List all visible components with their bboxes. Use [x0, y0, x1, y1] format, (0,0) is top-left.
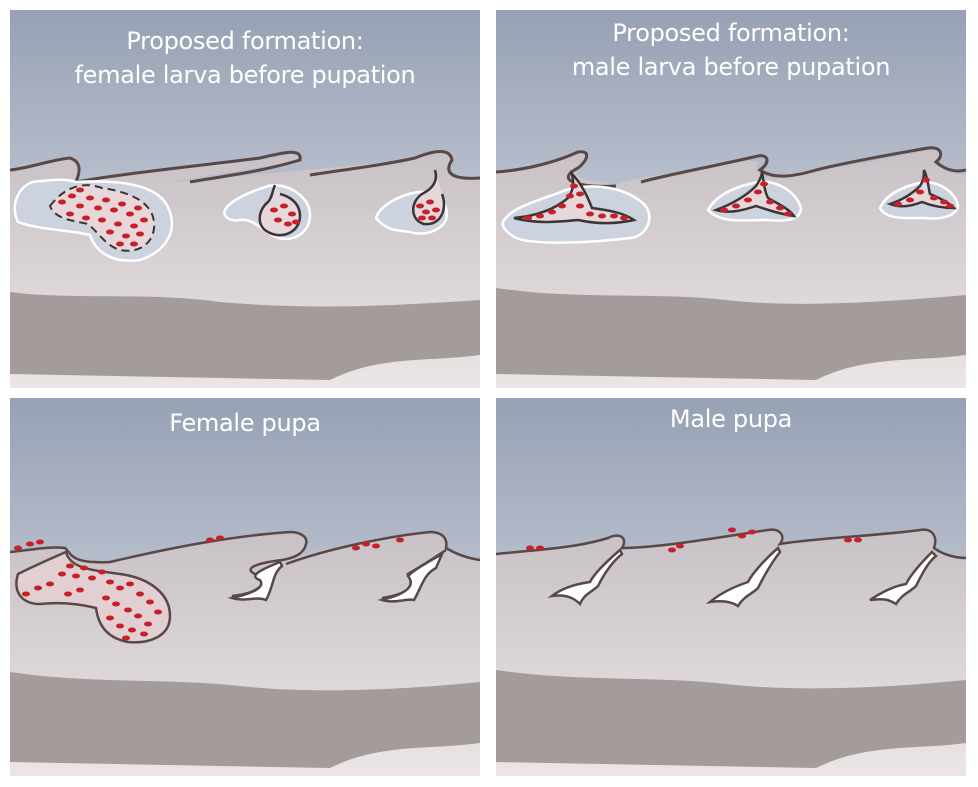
panel-title: Male pupa [496, 402, 966, 436]
cuticle-layer [496, 670, 966, 768]
male-larva-illustration [496, 10, 966, 388]
cuticle-layer [10, 672, 480, 768]
title-line-2: male larva before pupation [571, 53, 891, 81]
panel-male-pupa: Male pupa [496, 398, 966, 776]
female-larva-illustration [10, 10, 480, 388]
title-line-1: Female pupa [169, 409, 321, 437]
bacteria-cells [524, 177, 954, 221]
bacteria-cells [14, 535, 404, 641]
male-pupa-illustration [496, 398, 966, 776]
pocket-3-y-lumen [886, 169, 958, 210]
female-pupa-illustration [10, 398, 480, 776]
title-line-2: female larva before pupation [74, 61, 416, 89]
surface-outline [10, 150, 302, 184]
symbiotic-organ [15, 550, 172, 644]
bacteria-cells [526, 527, 862, 553]
panel-female-pupa: Female pupa [10, 398, 480, 776]
title-line-1: Male pupa [669, 405, 793, 433]
cuticle-layer [496, 288, 966, 380]
panel-female-larva: Proposed formation: female larva before … [10, 10, 480, 388]
panel-title: Proposed formation: female larva before … [10, 24, 480, 92]
tissue-fold-3 [869, 550, 938, 606]
tissue-fold-2 [705, 546, 782, 608]
tissue-fold-1 [547, 548, 624, 607]
tissue-fold-2 [377, 551, 445, 603]
cuticle-layer [10, 292, 480, 380]
tissue-fold [227, 560, 284, 602]
panel-title: Female pupa [10, 406, 480, 440]
panel-title: Proposed formation: male larva before pu… [496, 16, 966, 84]
title-line-1: Proposed formation: [126, 27, 364, 55]
panel-male-larva: Proposed formation: male larva before pu… [496, 10, 966, 388]
bacteria-cells [58, 187, 440, 247]
surface-outline [496, 528, 966, 560]
title-line-1: Proposed formation: [612, 19, 850, 47]
